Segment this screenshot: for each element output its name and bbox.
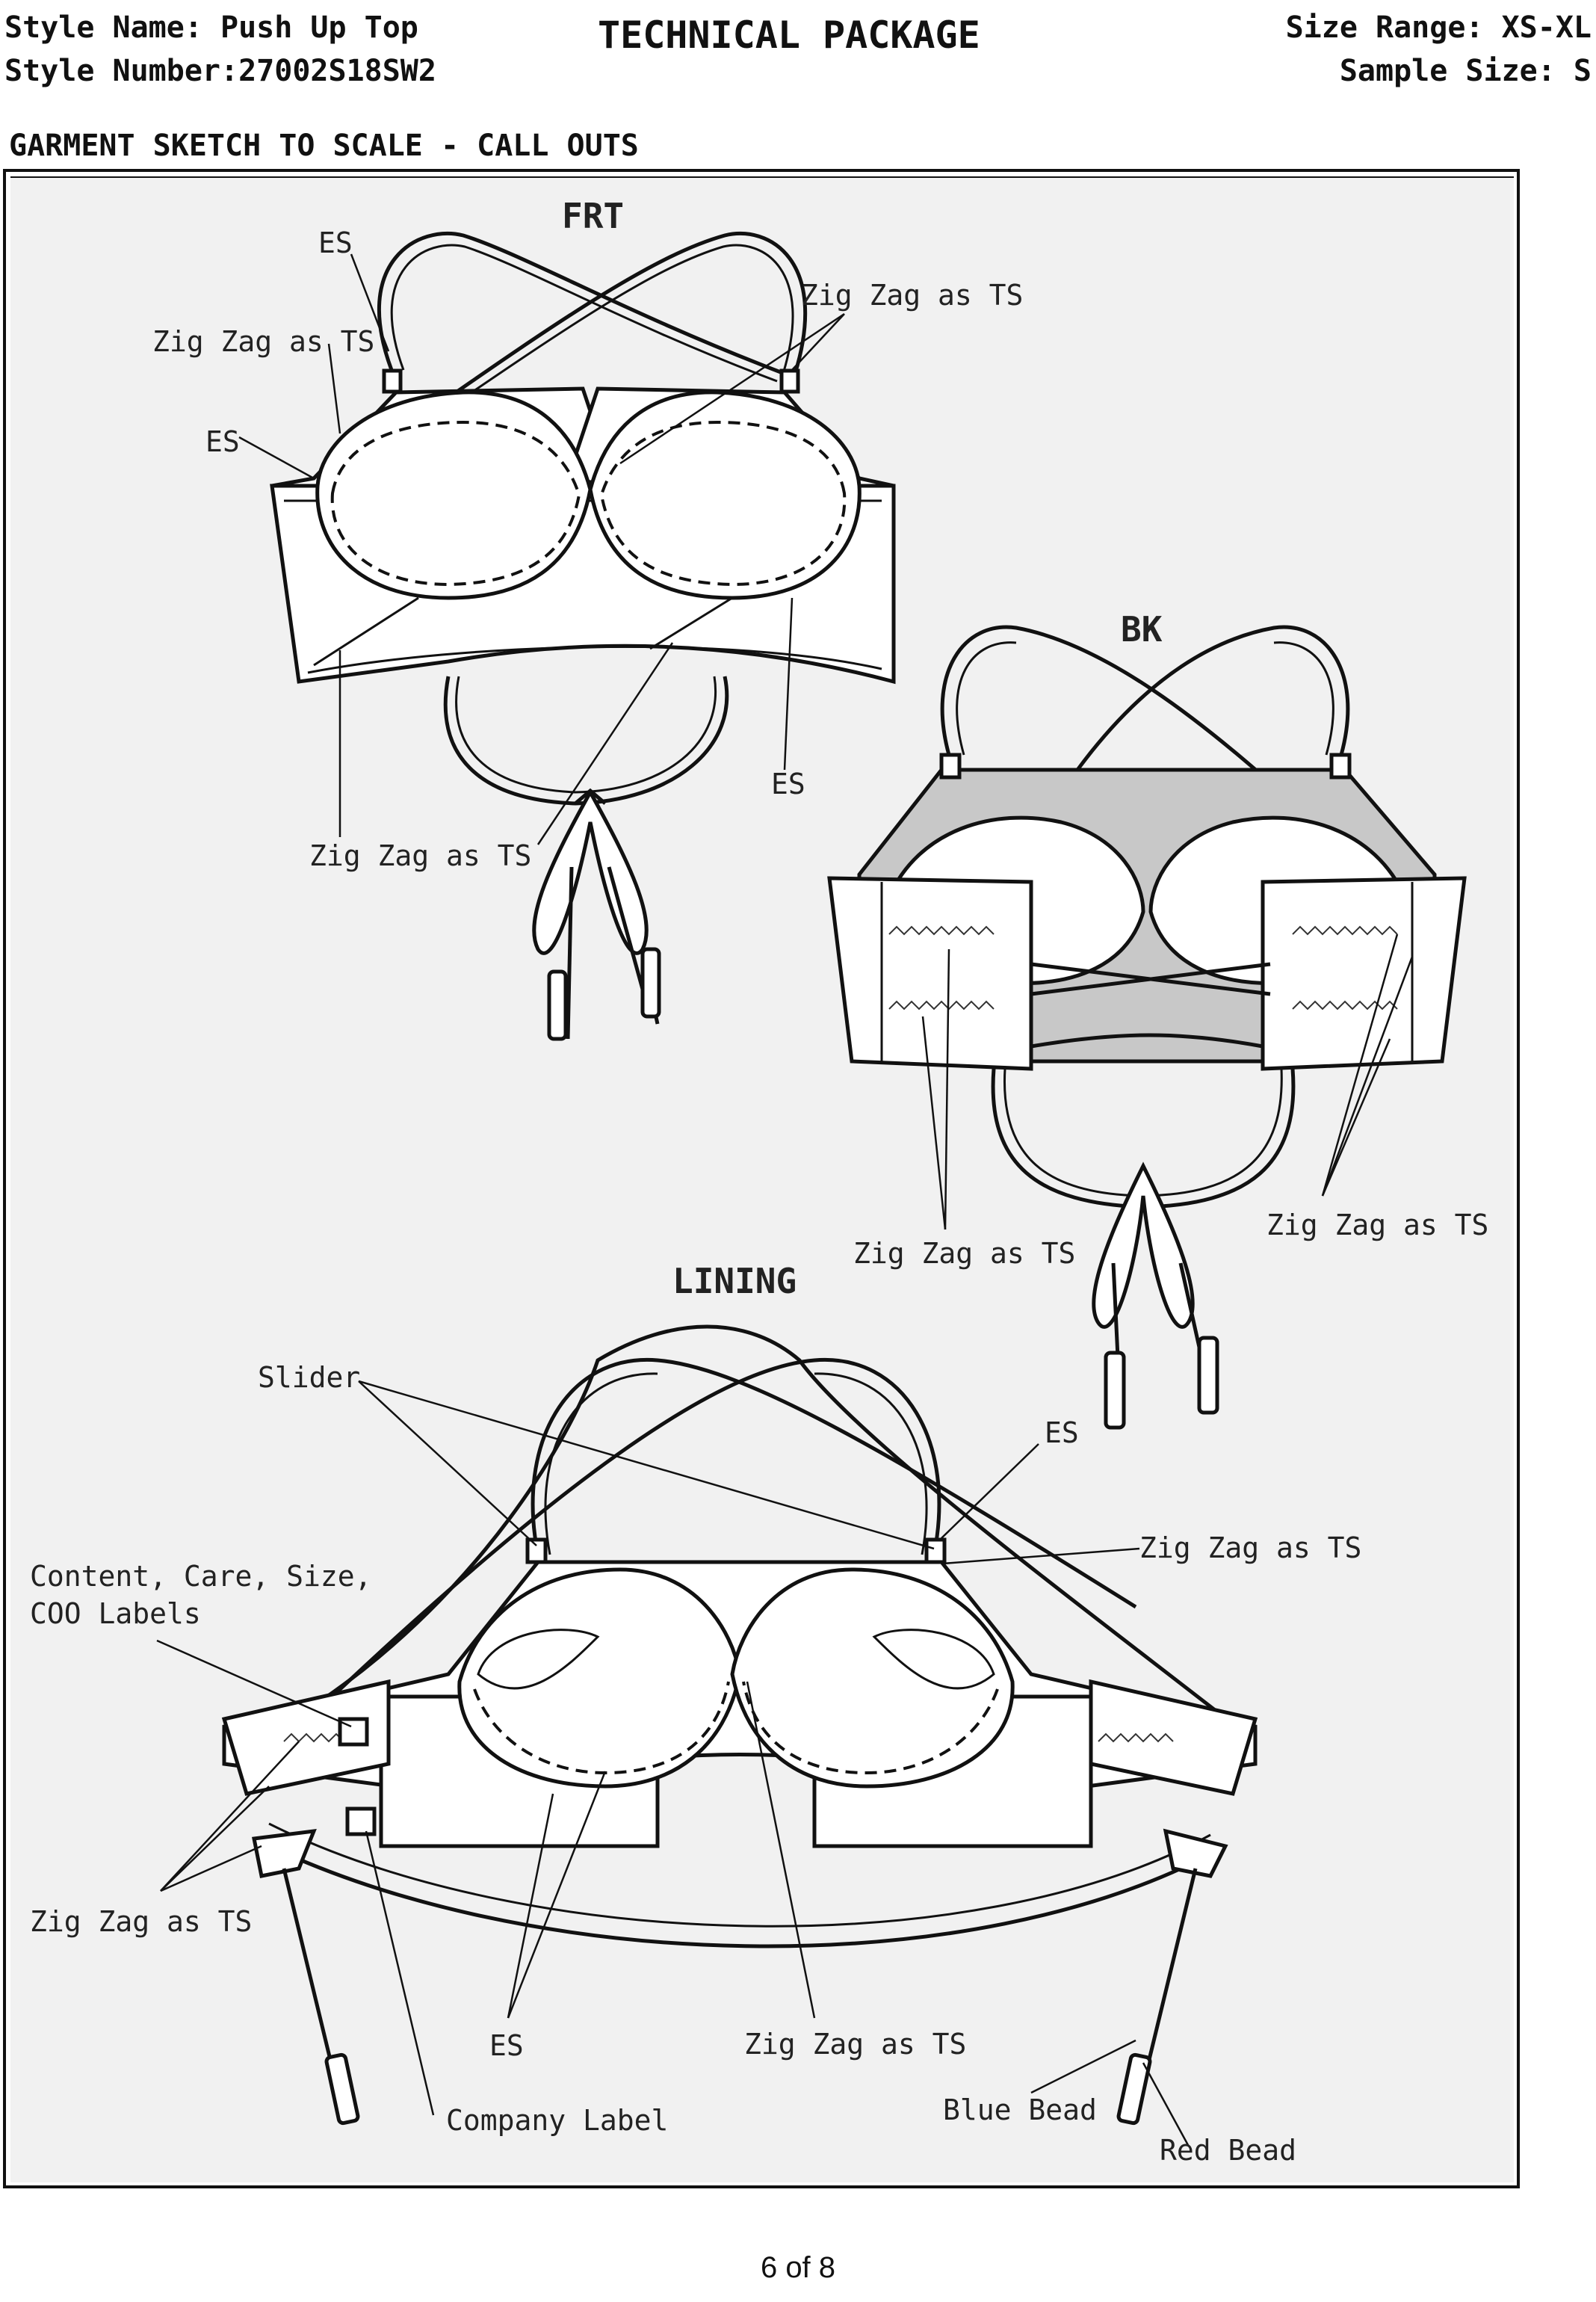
callout-lining-es-top: ES (1045, 1416, 1079, 1449)
size-range: Size Range: XS-XL (1285, 10, 1592, 45)
callout-frt-zigzag-bottom: Zig Zag as TS (309, 839, 531, 872)
callout-frt-es-top: ES (318, 226, 353, 259)
callout-frt-es-bottom: ES (771, 768, 805, 800)
callout-lining-zigzag-right: Zig Zag as TS (1139, 1531, 1361, 1564)
callout-lining-red-bead: Red Bead (1160, 2134, 1296, 2167)
callout-bk-zigzag-left: Zig Zag as TS (853, 1237, 1075, 1270)
back-view-label: BK (1121, 609, 1163, 649)
callout-frt-zigzag-left: Zig Zag as TS (152, 325, 374, 358)
callout-frt-zigzag-right: Zig Zag as TS (801, 279, 1023, 312)
callout-lining-labels-line1: Content, Care, Size, (30, 1560, 372, 1593)
callout-bk-zigzag-right: Zig Zag as TS (1266, 1209, 1488, 1241)
leader-lines (156, 253, 1414, 2146)
sample-size: Sample Size: S (1339, 54, 1592, 88)
style-name: Style Name: Push Up Top (4, 10, 418, 45)
callout-lining-es-bottom: ES (489, 2029, 524, 2062)
style-number: Style Number:27002S18SW2 (4, 54, 436, 88)
callout-lining-zigzag-left: Zig Zag as TS (30, 1905, 252, 1938)
back-view-drawing (827, 625, 1467, 1430)
callout-lining-labels-line2: COO Labels (30, 1597, 201, 1630)
callout-frt-es-left: ES (205, 425, 240, 458)
callout-lining-blue-bead: Blue Bead (943, 2093, 1097, 2126)
lining-view-drawing (221, 1324, 1258, 2126)
page-number: 6 of 8 (760, 2251, 836, 2284)
sketch-frame (3, 169, 1520, 2188)
front-view-label: FRT (562, 196, 624, 236)
lining-view-label: LINING (672, 1261, 797, 1301)
section-title: GARMENT SKETCH TO SCALE - CALL OUTS (9, 129, 639, 163)
front-view-drawing (270, 231, 896, 1041)
document-title: TECHNICAL PACKAGE (598, 13, 980, 57)
callout-lining-zigzag-bottom: Zig Zag as TS (744, 2028, 966, 2061)
callout-lining-slider: Slider (258, 1361, 360, 1394)
callout-lining-company-label: Company Label (446, 2104, 668, 2137)
